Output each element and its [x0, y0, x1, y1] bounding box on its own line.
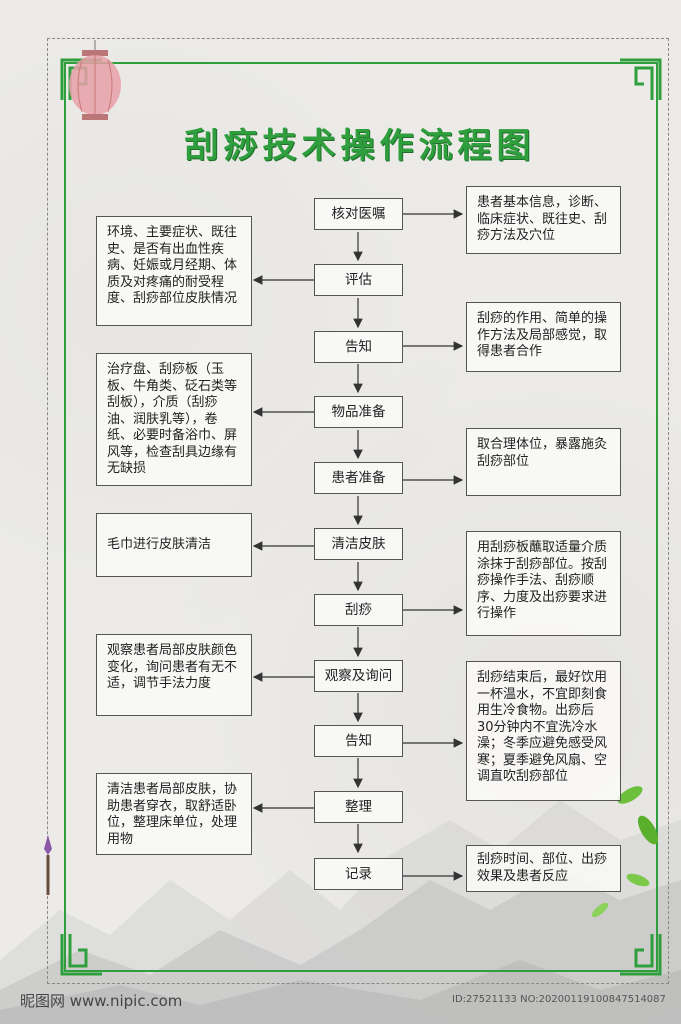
note-aftercare: 刮痧结束后，最好饮用一杯温水，不宜即刻食用生冷食物。出痧后30分钟内不宜洗冷水澡…: [466, 661, 621, 801]
note-assessment-items: 环境、主要症状、既往史、是否有出血性疾病、妊娠或月经期、体质及对疼痛的耐受程度、…: [96, 216, 252, 326]
lantern-icon: [69, 40, 121, 120]
step-assessment: 评估: [314, 264, 403, 296]
page-title: 刮痧技术操作流程图: [184, 126, 536, 166]
step-observe-inquire: 观察及询问: [314, 660, 403, 692]
step-prepare-patient: 患者准备: [314, 462, 403, 494]
watermark-id: ID:27521133 NO:20200119100847514087: [452, 994, 666, 1005]
step-inform: 告知: [314, 331, 403, 363]
note-tidy-up: 清洁患者局部皮肤，协助患者穿衣，取舒适卧位，整理床单位，处理用物: [96, 773, 252, 855]
step-inform-after: 告知: [314, 725, 403, 757]
corner-ornament-bottom-right: [620, 934, 662, 976]
watermark-site: 昵图网 www.nipic.com: [20, 992, 183, 1010]
leaves-decoration: [591, 786, 659, 918]
note-towel-clean: 毛巾进行皮肤清洁: [96, 513, 252, 577]
step-scraping: 刮痧: [314, 594, 403, 626]
note-scraping-method: 用刮痧板蘸取适量介质 涂抹于刮痧部位。按刮痧操作手法、刮痧顺序、力度及出痧要求进…: [466, 531, 621, 636]
note-patient-info: 患者基本信息，诊断、临床症状、既往史、刮痧方法及穴位: [466, 186, 621, 254]
step-tidy-up: 整理: [314, 791, 403, 823]
corner-ornament-bottom-left: [60, 934, 102, 976]
green-frame-border: [64, 62, 658, 972]
note-patient-position: 取合理体位，暴露施灸刮痧部位: [466, 428, 621, 496]
step-prepare-items: 物品准备: [314, 396, 403, 428]
note-observe-skin: 观察患者局部皮肤颜色变化，询问患者有无不适，调节手法力度: [96, 634, 252, 716]
note-record-content: 刮痧时间、部位、出痧效果及患者反应: [466, 845, 621, 892]
note-items-list: 治疗盘、刮痧板（玉板、牛角类、砭石类等刮板），介质（刮痧油、润肤乳等），卷纸、必…: [96, 353, 252, 486]
dashed-outer-border: [47, 38, 669, 984]
brush-icon: [44, 835, 52, 895]
corner-ornament-top-right: [620, 58, 662, 100]
note-inform-content: 刮痧的作用、简单的操作方法及局部感觉，取得患者合作: [466, 302, 621, 372]
step-clean-skin: 清洁皮肤: [314, 528, 403, 560]
step-record: 记录: [314, 858, 403, 890]
step-verify-order: 核对医嘱: [314, 198, 403, 230]
